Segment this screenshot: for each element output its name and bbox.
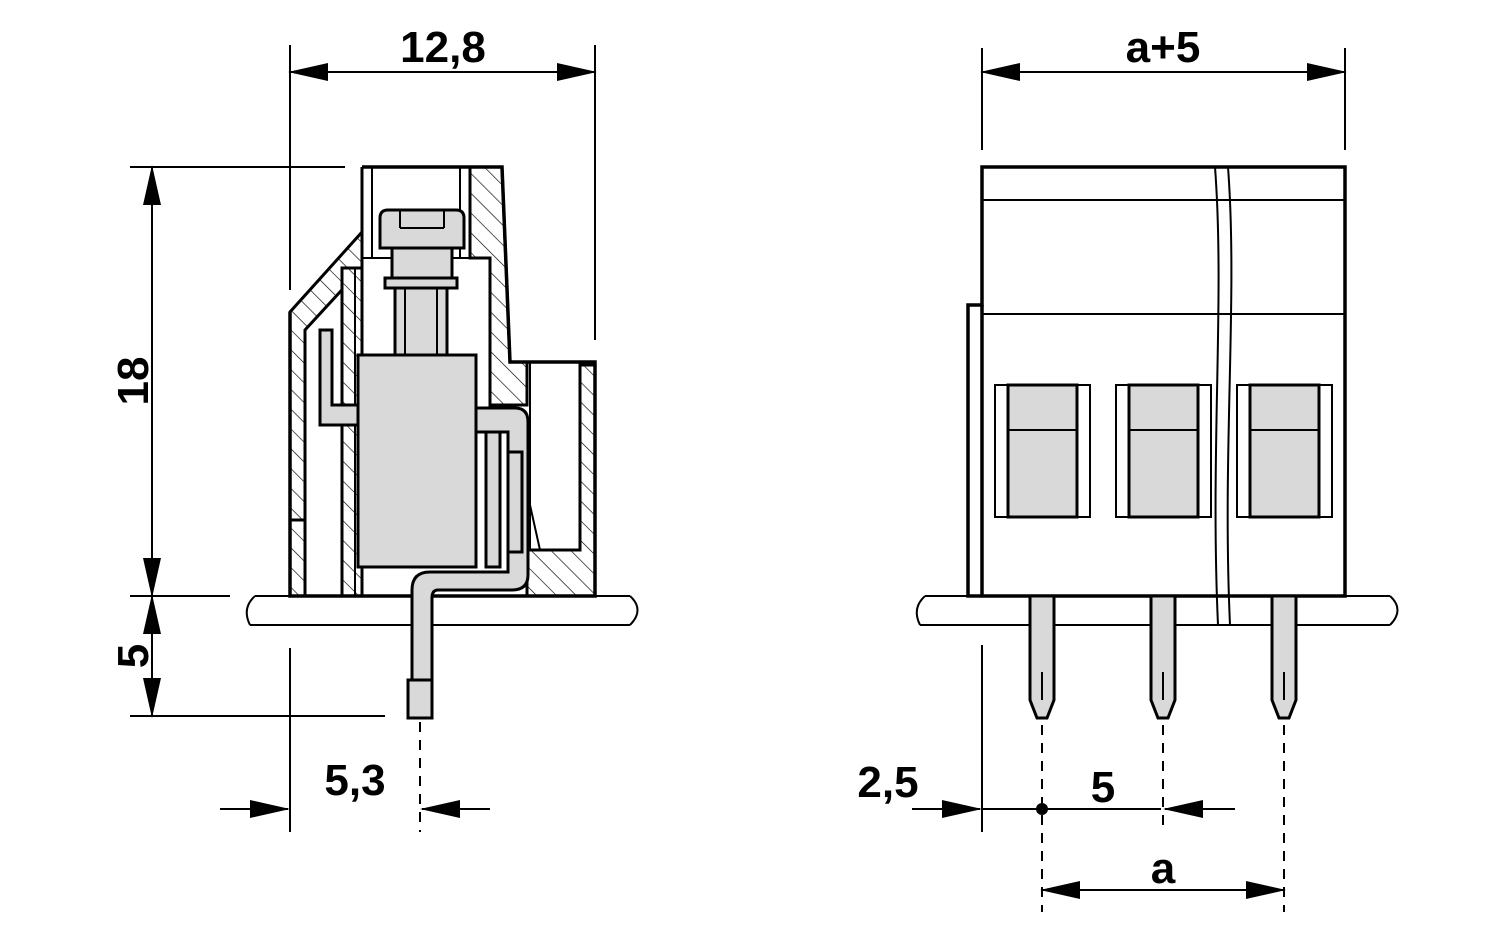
clamp-window-2 [1115,383,1212,519]
front-view: a+5 2,5 5 a [857,23,1399,912]
dim-height-18-label: 18 [109,357,158,406]
dim-total-width-label: a+5 [1126,23,1201,72]
contact-strip-side [318,328,530,720]
pin-3 [1270,594,1298,720]
dim-span-label: a [1151,844,1176,893]
pcb-board-side [245,595,639,626]
dim-edge-offset-label: 2,5 [857,758,918,807]
front-dimensions: a+5 2,5 5 a [857,23,1347,912]
screw-side [378,208,466,360]
clamp-window-3 [1236,383,1333,519]
pin-1 [1028,594,1056,720]
dim-pin-offset-5-3-label: 5,3 [324,756,385,805]
clamp-body-side [356,353,478,569]
side-view: 12,8 18 5 5,3 [109,23,639,832]
housing-section [288,165,597,598]
dim-pin-length-5-label: 5 [109,644,158,668]
dim-width-12-8-label: 12,8 [400,23,486,72]
side-dimensions: 12,8 18 5 5,3 [109,23,597,832]
clamp-window-1 [994,383,1091,519]
pin-2 [1149,594,1177,720]
housing-front [966,165,1347,626]
dim-pitch-label: 5 [1091,763,1115,812]
